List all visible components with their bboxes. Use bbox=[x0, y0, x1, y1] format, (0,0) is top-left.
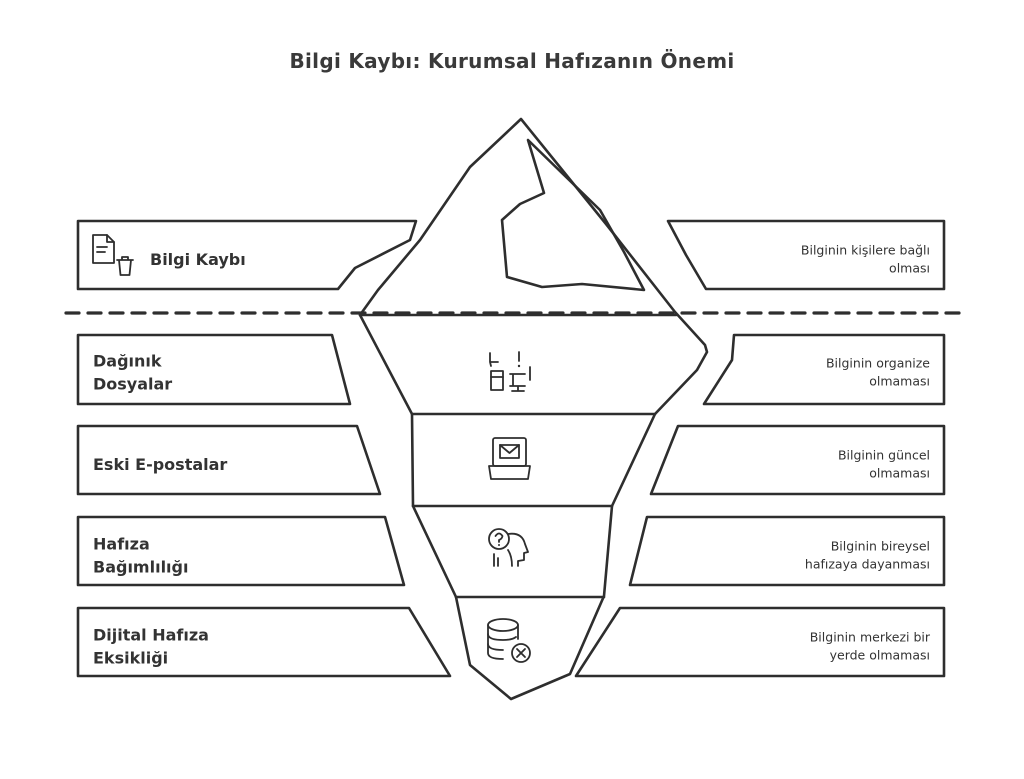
label-tip: Bilgi Kaybı bbox=[150, 250, 246, 269]
laptop-mail-icon bbox=[488, 437, 531, 480]
left-box-layer-3 bbox=[76, 515, 406, 587]
diagram-title: Bilgi Kaybı: Kurumsal Hafızanın Önemi bbox=[289, 49, 734, 73]
left-box-tip bbox=[76, 219, 418, 291]
right-box-tip bbox=[666, 219, 946, 291]
right-box-layer-1 bbox=[702, 333, 946, 406]
label-layer-2: Eski E-postalar bbox=[93, 455, 227, 474]
left-box-layer-4 bbox=[76, 606, 452, 678]
iceberg bbox=[358, 117, 709, 701]
scattered-desk-icon bbox=[489, 351, 531, 392]
left-box-layer-1 bbox=[76, 333, 352, 406]
right-box-layer-2 bbox=[649, 424, 946, 496]
left-box-layer-2 bbox=[76, 424, 382, 496]
right-box-layer-4 bbox=[574, 606, 946, 678]
database-x-icon bbox=[487, 618, 531, 663]
document-trash-icon bbox=[92, 234, 134, 276]
head-question-icon bbox=[488, 528, 529, 567]
right-box-layer-3 bbox=[628, 515, 946, 587]
